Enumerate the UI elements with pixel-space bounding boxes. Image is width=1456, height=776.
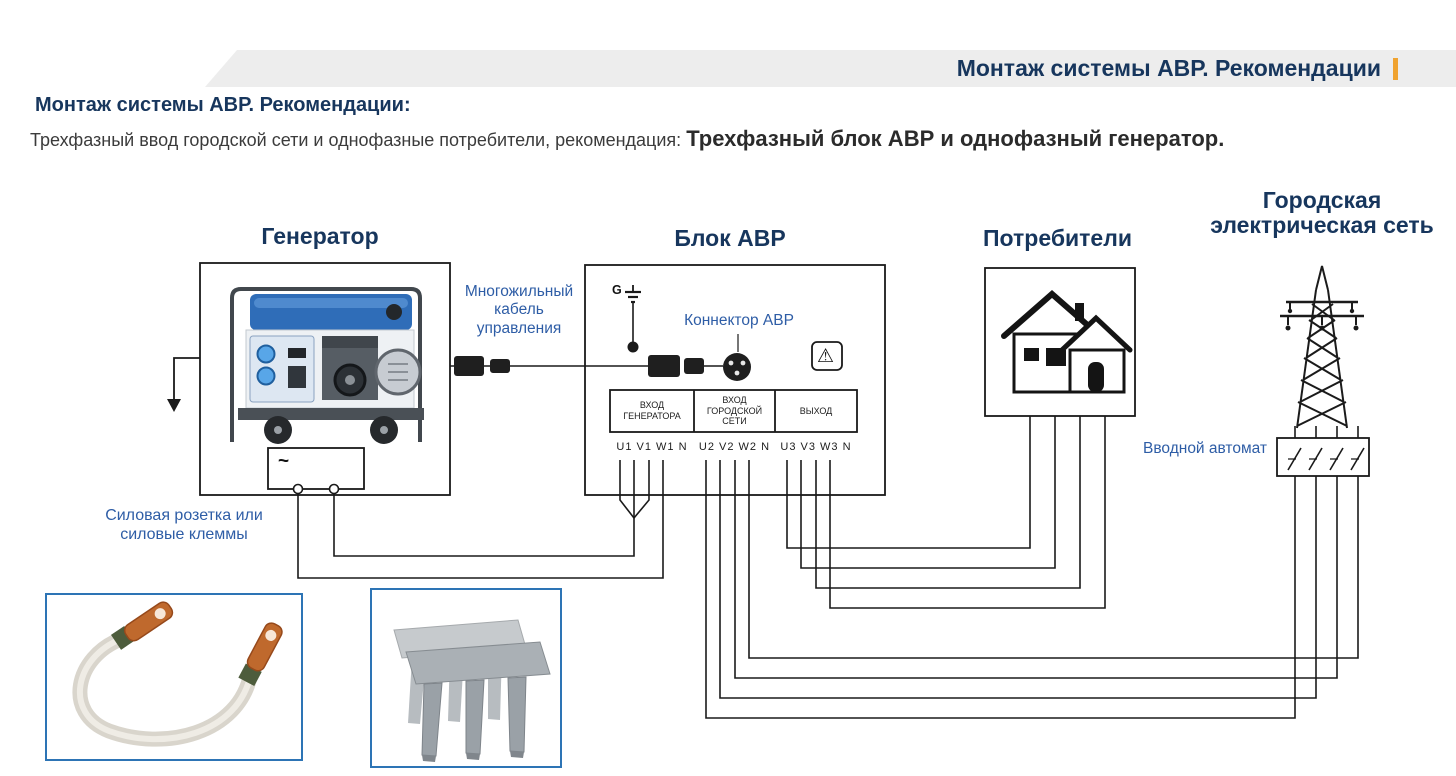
header-accent-bar [1393, 57, 1398, 80]
generator-label: Генератор [261, 223, 379, 249]
warning-frame [811, 341, 843, 371]
generator-box [199, 262, 451, 496]
terminal-city-input-title: ВХОД ГОРОДСКОЙ СЕТИ [706, 394, 763, 427]
cable-jumper-drawing [72, 601, 283, 747]
intro-text: Трехфазный ввод городской сети и однофаз… [30, 130, 687, 150]
wires [297, 365, 1359, 719]
avr-label: Блок АВР [674, 225, 786, 251]
generator-ground-arrow [173, 357, 200, 399]
comb-jumper-photo [370, 588, 562, 768]
breaker-symbols-icon [1287, 447, 1365, 471]
ground-g-label: G [612, 283, 622, 297]
page-heading: Монтаж системы АВР. Рекомендации: [35, 94, 411, 116]
terminal-city-input-pins: U2 V2 W2 N [698, 441, 771, 453]
cable-connector-icons [454, 353, 751, 381]
header-band: Монтаж системы АВР. Рекомендации [205, 50, 1456, 87]
consumers-label: Потребители [983, 225, 1132, 251]
socket-caption: Силовая розетка или силовые клеммы [105, 507, 263, 543]
socket-terminal-right [328, 483, 340, 495]
boxes [199, 262, 1370, 496]
terminal-output-title: ВЫХОД [799, 405, 833, 416]
breaker-label: Вводной автомат [1143, 440, 1267, 457]
avr-box [584, 264, 886, 496]
comb-jumper-drawing [393, 619, 551, 762]
intro-text-bold: Трехфазный блок АВР и однофазный генерат… [686, 126, 1225, 151]
consumers-box [984, 267, 1136, 417]
socket-terminal-left [292, 483, 304, 495]
cable-jumper-photo [45, 593, 303, 761]
ground-symbol-icon [625, 285, 641, 342]
terminal-gen-input-title: ВХОД ГЕНЕРАТОРА [623, 400, 681, 421]
arrow-head-icon [167, 399, 181, 412]
header-title: Монтаж системы АВР. Рекомендации [956, 55, 1381, 81]
power-tower-icon [1280, 265, 1364, 429]
avr-round-connector-icon [723, 353, 751, 381]
control-cable-label: Многожильный кабель управления [464, 283, 574, 337]
terminal-gen-input-pins: U1 V1 W1 N [616, 441, 688, 453]
generator-photo [230, 287, 424, 444]
houses-icon [1001, 290, 1133, 394]
terminal-output-pins: U3 V3 W3 N [780, 441, 852, 453]
breaker-box [1276, 437, 1370, 477]
intro-paragraph: Трехфазный ввод городской сети и однофаз… [30, 124, 1320, 155]
ac-symbol: ~ [278, 451, 290, 472]
ground-terminal-dot [627, 341, 639, 353]
avr-connector-label: Коннектор АВР [684, 312, 794, 329]
socket-box [267, 447, 365, 490]
terminal-strip [609, 389, 858, 433]
city-grid-label: Городская электрическая сеть [1210, 187, 1434, 238]
warning-icon: ⚠ [817, 346, 835, 367]
